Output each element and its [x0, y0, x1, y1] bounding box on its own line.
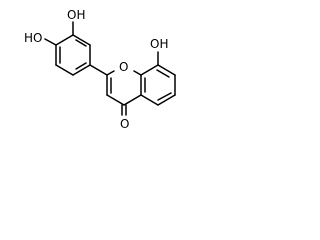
- bond-c4: [123, 94, 142, 106]
- bond-a-double-1: [156, 69, 170, 78]
- benzo-ring: [140, 64, 176, 106]
- label-oh-8: OH: [150, 37, 168, 51]
- bond-b1: [72, 34, 91, 46]
- bond-c2: [133, 70, 142, 76]
- bond-a-double-2: [157, 92, 172, 101]
- bond-link: [89, 64, 108, 76]
- molecule-structure: OH HO O OH O: [24, 8, 176, 131]
- label-carbonyl-o: O: [120, 117, 129, 131]
- bond-c5: [106, 94, 125, 106]
- structure-canvas: OH HO O OH O: [0, 0, 213, 173]
- bond-c1: [106, 70, 115, 76]
- bond-a2: [157, 64, 176, 76]
- bond-a5: [140, 94, 159, 106]
- pyranone-ring: [106, 70, 142, 106]
- label-ho-4: HO: [24, 31, 42, 45]
- bond-a4: [157, 94, 176, 106]
- bond-b-double-1: [75, 39, 87, 47]
- bond-b6: [55, 34, 74, 46]
- label-ring-o: O: [119, 60, 128, 74]
- catechol-ring: [55, 34, 91, 76]
- label-oh-3: OH: [67, 8, 85, 22]
- bond-b4: [55, 64, 74, 76]
- bond-b-double-2: [75, 62, 87, 70]
- bond-ho-4: [44, 38, 57, 46]
- bond-b3: [72, 64, 91, 76]
- bond-a1: [140, 64, 159, 76]
